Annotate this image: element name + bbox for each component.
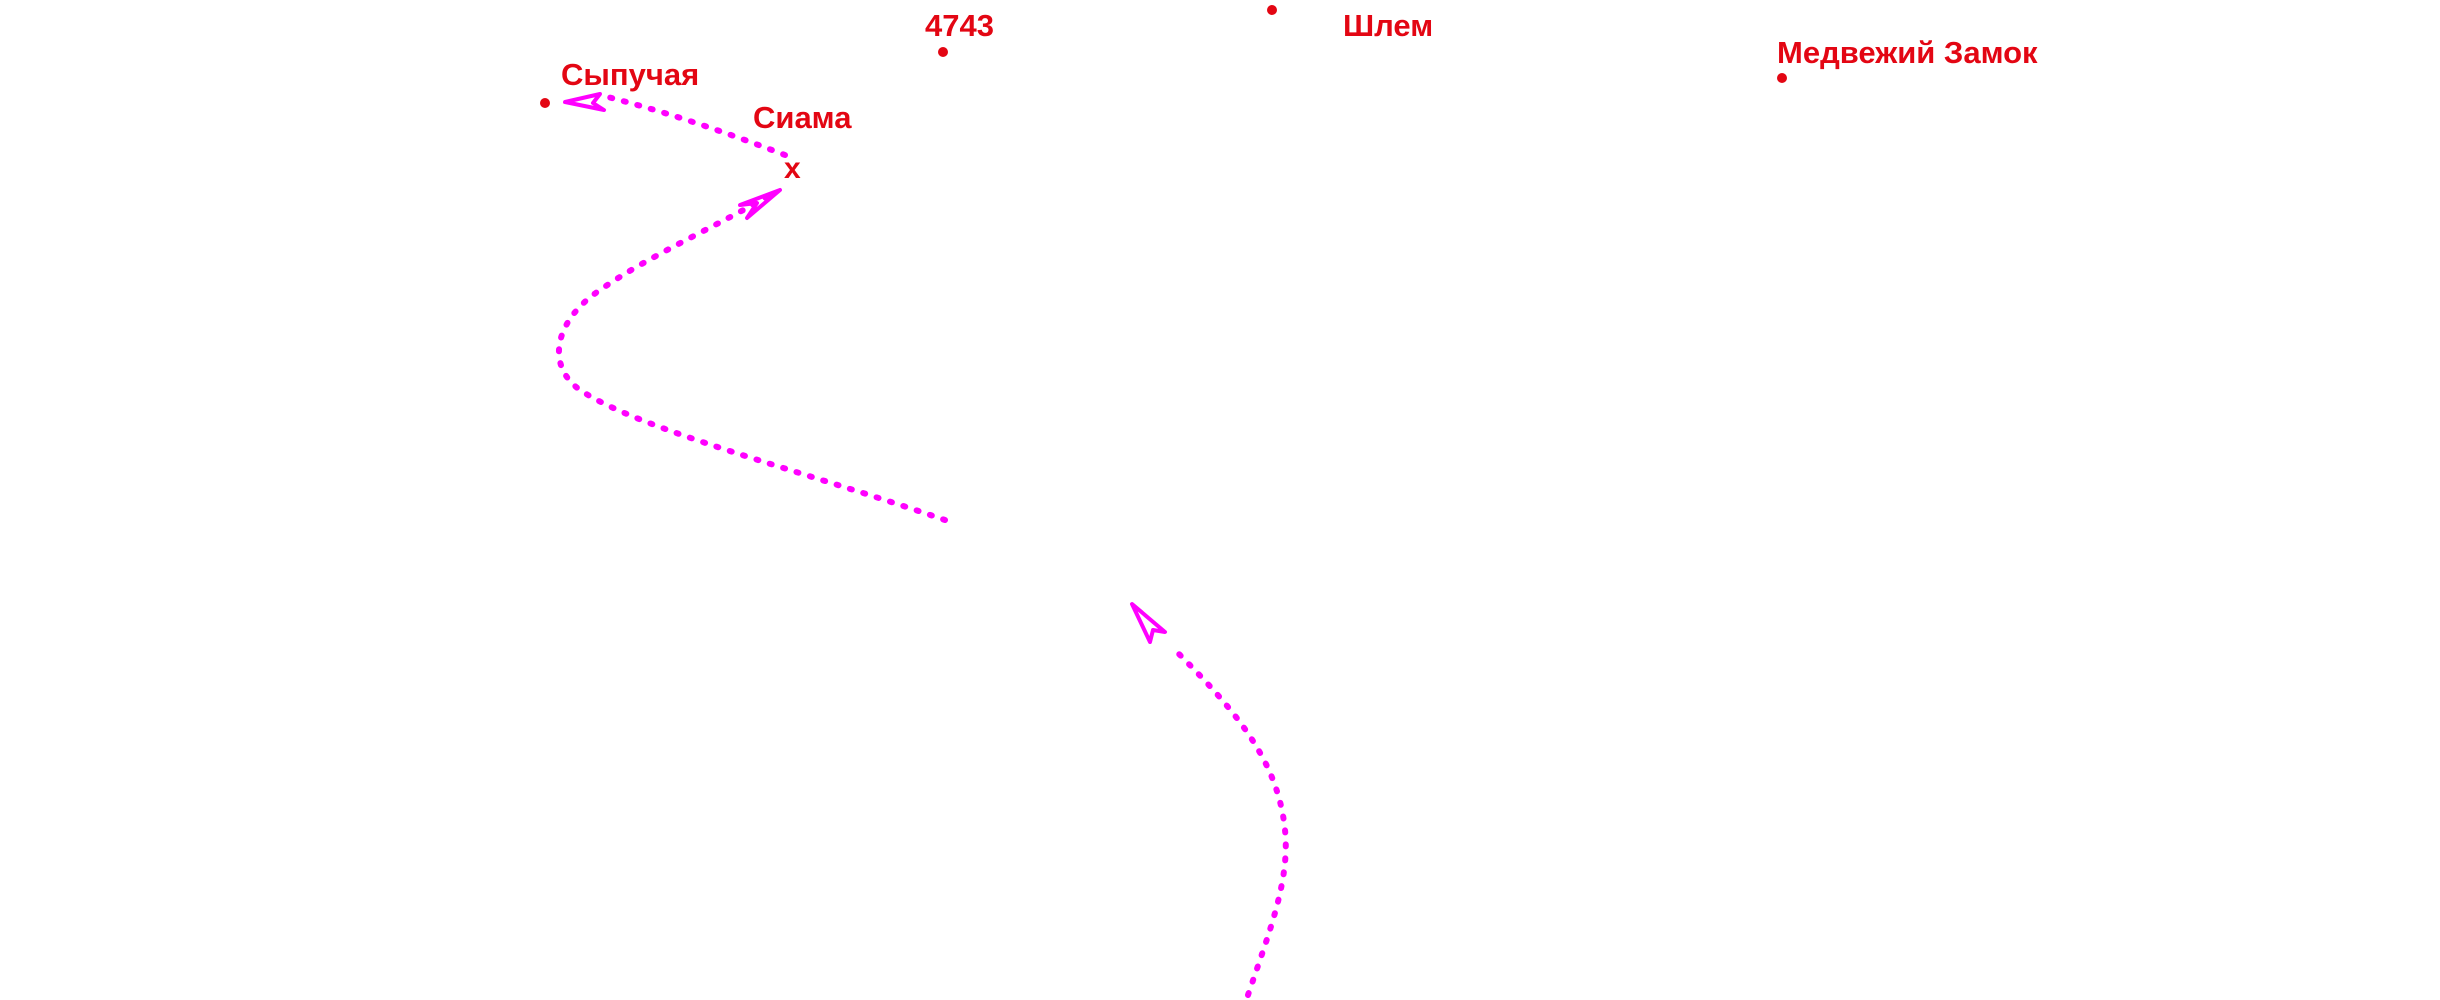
place-cross-marker: x <box>784 152 801 185</box>
route-upper-spur-path <box>597 92 788 158</box>
route-upper-path <box>555 189 948 523</box>
route-lower <box>1130 602 1289 998</box>
place-dot <box>1777 73 1787 83</box>
route-upper <box>555 92 948 523</box>
route-lower-arrowhead <box>1130 602 1167 644</box>
place-label: Медвежий Замок <box>1777 35 2038 70</box>
place-label: Сиама <box>753 100 852 135</box>
place-dot <box>938 47 948 57</box>
place-medvezhiy-zamok: Медвежий Замок <box>1777 35 2038 83</box>
place-dot <box>1267 5 1277 15</box>
route-upper-arrowhead-siama <box>738 188 782 220</box>
place-siama: x Сиама <box>753 100 852 185</box>
place-label: Шлем <box>1343 8 1433 43</box>
route-lower-path <box>1172 647 1289 998</box>
place-shlem: Шлем <box>1267 5 1433 43</box>
place-label: 4743 <box>925 8 994 43</box>
place-4743: 4743 <box>925 8 994 57</box>
place-label: Сыпучая <box>561 57 699 92</box>
place-dot <box>540 98 550 108</box>
route-upper-arrowhead-sypuchaya <box>563 92 606 112</box>
place-sypuchaya: Сыпучая <box>540 57 699 108</box>
